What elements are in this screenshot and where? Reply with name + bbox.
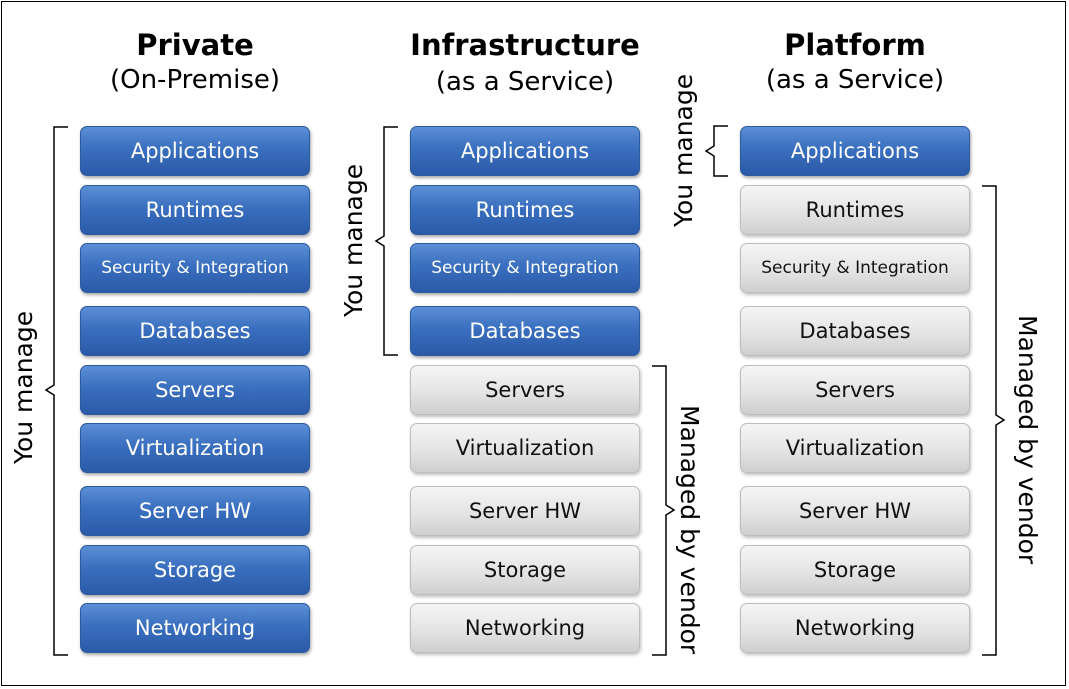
private-applications-label: Applications <box>130 139 260 163</box>
iaas-servers-label: Servers <box>485 378 565 402</box>
iaas-subtitle: (as a Service) <box>435 67 615 97</box>
paas-networking-box: Networking <box>740 603 970 653</box>
paas-storage-box: Storage <box>740 545 970 595</box>
iaas-security-and-integration-label: Security & Integration <box>431 258 619 278</box>
paas-runtimes-box: Runtimes <box>740 185 970 235</box>
paas-runtimes-label: Runtimes <box>805 198 905 222</box>
private-servers-label: Servers <box>155 378 235 402</box>
private-networking-label: Networking <box>134 616 256 640</box>
private-servers-box: Servers <box>80 365 310 415</box>
private-databases-label: Databases <box>139 319 251 343</box>
iaas-servers-box: Servers <box>410 365 640 415</box>
private-you-manage-label: You manage <box>9 310 38 464</box>
paas-storage-label: Storage <box>813 558 897 582</box>
iaas-applications-label: Applications <box>460 139 590 163</box>
private-virtualization-box: Virtualization <box>80 423 310 473</box>
paas-you-bracket <box>704 125 728 177</box>
private-security-and-integration-label: Security & Integration <box>101 258 289 278</box>
iaas-networking-label: Networking <box>464 616 586 640</box>
paas-vendor-bracket <box>982 185 1006 656</box>
paas-virtualization-label: Virtualization <box>785 436 925 460</box>
private-storage-label: Storage <box>153 558 237 582</box>
paas-servers-box: Servers <box>740 365 970 415</box>
private-applications-box: Applications <box>80 126 310 176</box>
private-networking-box: Networking <box>80 603 310 653</box>
iaas-virtualization-box: Virtualization <box>410 423 640 473</box>
private-databases-box: Databases <box>80 306 310 356</box>
paas-databases-box: Databases <box>740 306 970 356</box>
paas-subtitle: (as a Service) <box>765 65 945 95</box>
iaas-server-hw-box: Server HW <box>410 486 640 536</box>
paas-security-and-integration-box: Security & Integration <box>740 243 970 293</box>
iaas-server-hw-label: Server HW <box>468 499 582 523</box>
private-subtitle: (On-Premise) <box>109 65 281 95</box>
private-server-hw-label: Server HW <box>138 499 252 523</box>
iaas-storage-box: Storage <box>410 545 640 595</box>
iaas-runtimes-box: Runtimes <box>410 185 640 235</box>
paas-title: Platform <box>784 28 926 62</box>
iaas-virtualization-label: Virtualization <box>455 436 595 460</box>
iaas-networking-box: Networking <box>410 603 640 653</box>
paas-applications-label: Applications <box>790 139 920 163</box>
private-title: Private <box>136 28 254 62</box>
iaas-runtimes-label: Runtimes <box>475 198 575 222</box>
paas-databases-label: Databases <box>799 319 911 343</box>
private-you-bracket <box>44 126 68 656</box>
paas-servers-label: Servers <box>815 378 895 402</box>
private-virtualization-label: Virtualization <box>125 436 265 460</box>
iaas-you-manage-label: You manage <box>339 163 368 317</box>
iaas-databases-box: Databases <box>410 306 640 356</box>
paas-applications-box: Applications <box>740 126 970 176</box>
private-storage-box: Storage <box>80 545 310 595</box>
private-security-and-integration-box: Security & Integration <box>80 243 310 293</box>
private-runtimes-box: Runtimes <box>80 185 310 235</box>
iaas-you-bracket <box>374 126 398 356</box>
iaas-applications-box: Applications <box>410 126 640 176</box>
paas-server-hw-box: Server HW <box>740 486 970 536</box>
paas-virtualization-box: Virtualization <box>740 423 970 473</box>
paas-you-manage-label: You manage <box>669 73 698 227</box>
private-runtimes-label: Runtimes <box>145 198 245 222</box>
paas-vendor-label: Managed by vendor <box>1013 315 1042 565</box>
iaas-title: Infrastructure <box>410 28 640 62</box>
iaas-vendor-bracket <box>652 365 676 656</box>
paas-server-hw-label: Server HW <box>798 499 912 523</box>
paas-networking-label: Networking <box>794 616 916 640</box>
iaas-storage-label: Storage <box>483 558 567 582</box>
paas-security-and-integration-label: Security & Integration <box>761 258 949 278</box>
private-server-hw-box: Server HW <box>80 486 310 536</box>
iaas-security-and-integration-box: Security & Integration <box>410 243 640 293</box>
iaas-vendor-label: Managed by vendor <box>675 405 704 655</box>
iaas-databases-label: Databases <box>469 319 581 343</box>
